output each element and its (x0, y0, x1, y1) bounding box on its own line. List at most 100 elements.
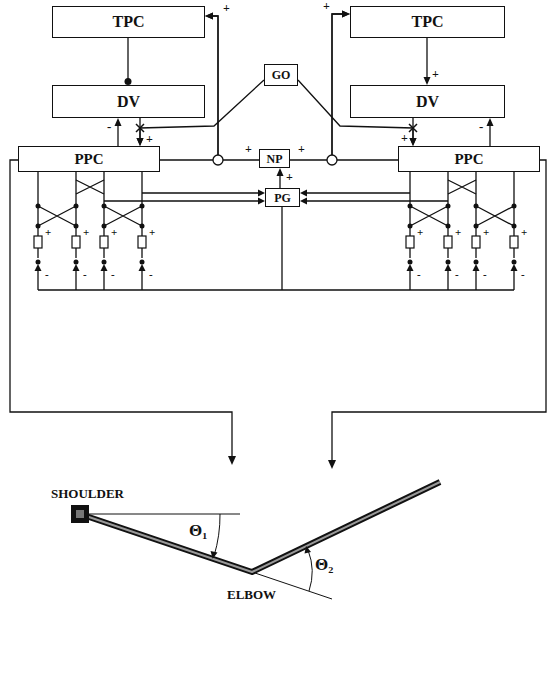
circuit-arrowhead (73, 264, 80, 271)
sign-label: + (297, 143, 306, 155)
sign-label: - (106, 120, 112, 133)
circuit-dot (36, 204, 41, 209)
connector-arrow (115, 118, 122, 146)
inhibitory-dot (125, 78, 132, 85)
sign-label: + (148, 227, 156, 238)
circuit-dot (512, 224, 517, 229)
sign-label: + (44, 227, 52, 238)
process-box: TPC (350, 6, 505, 38)
arm-figure (80, 514, 240, 515)
circuit-dot (512, 204, 517, 209)
sign-label: + (285, 171, 294, 183)
connector-line (489, 126, 490, 146)
circuit-arrowhead (445, 264, 452, 271)
arrowhead (115, 118, 122, 126)
angle-label: Θ₁ (188, 522, 208, 539)
sign-label: + (145, 133, 154, 145)
arrowhead (137, 138, 144, 146)
connector-line (426, 38, 427, 77)
sign-label: + (454, 227, 462, 238)
arm-figure (71, 505, 89, 523)
signal-box: NP (259, 149, 290, 168)
arrowhead (342, 11, 350, 18)
circuit-dot (408, 204, 413, 209)
sign-label: - (416, 269, 422, 280)
muscle-element (444, 236, 452, 248)
connector-arrow (125, 38, 132, 85)
joint-label: ELBOW (226, 588, 277, 601)
signal-box: PG (265, 188, 300, 207)
circuit-arrowhead (407, 264, 414, 271)
muscle-element (472, 236, 480, 248)
summing-junction (213, 155, 223, 165)
sign-label: - (148, 269, 154, 280)
circuit-dot (512, 260, 517, 265)
circuit-dot (74, 224, 79, 229)
arm-command-wire (228, 456, 236, 465)
circuit-dot (36, 260, 41, 265)
sign-label: - (454, 269, 460, 280)
sign-label: + (82, 227, 90, 238)
circuit-arrowhead (511, 264, 518, 271)
connector-line (117, 126, 118, 146)
arrowhead (410, 138, 417, 146)
muscle-element (138, 236, 146, 248)
connector-line (279, 176, 280, 188)
box-label: NP (267, 153, 283, 165)
circuit-dot (446, 224, 451, 229)
circuit-wire (38, 172, 514, 290)
signal-box: GO (264, 64, 298, 86)
circuit-arrowhead (35, 190, 518, 272)
circuit-arrowhead (300, 190, 307, 197)
circuit-dot (446, 204, 451, 209)
process-box: PPC (18, 146, 160, 172)
process-box: DV (52, 85, 205, 118)
circuit-arrowhead (139, 264, 146, 271)
circuit-dot (36, 204, 517, 265)
connector-line (290, 14, 342, 160)
connector-arrow (277, 168, 284, 188)
arrowhead (137, 138, 144, 146)
circuit-wire (410, 172, 514, 258)
circuit-wire (38, 270, 514, 290)
angle-label: Θ₂ (314, 556, 334, 573)
sign-label: + (520, 227, 528, 238)
sign-label: - (44, 269, 50, 280)
sign-label: + (322, 0, 331, 12)
circuit-dot (102, 260, 107, 265)
sign-label: - (520, 269, 526, 280)
process-box: PPC (398, 146, 540, 172)
muscle-element (100, 236, 108, 248)
circuit-dot (74, 260, 79, 265)
arm-command-wire (10, 160, 546, 469)
box-label: DV (117, 94, 140, 110)
arm-figure (80, 482, 440, 572)
muscle-element (510, 236, 518, 248)
sign-label: - (478, 120, 484, 133)
arrowhead (487, 118, 494, 126)
arrowhead (424, 77, 431, 85)
circuit-arrowhead (258, 198, 265, 205)
box-label: PPC (74, 152, 103, 167)
box-label: TPC (113, 14, 145, 30)
circuit-dot (474, 260, 479, 265)
muscle-element (34, 236, 42, 248)
connector-arrow (487, 118, 494, 146)
multiplier-gate (136, 124, 144, 132)
circuit-arrowhead (473, 264, 480, 271)
circuit-dot (74, 204, 79, 209)
circuit-dot (102, 224, 107, 229)
joint-label: SHOULDER (50, 487, 125, 500)
circuit-wire (38, 207, 514, 290)
process-box: DV (350, 85, 505, 118)
arrowhead (205, 13, 213, 20)
box-label: GO (272, 69, 291, 81)
circuit-dot (408, 260, 413, 265)
arrowhead (410, 138, 417, 146)
arm-command-wire (10, 160, 232, 457)
circuit-dot (140, 260, 145, 265)
circuit-dot (446, 260, 451, 265)
arm-figure (80, 482, 440, 572)
circuit-arrowhead (300, 198, 307, 205)
muscle-element (406, 236, 414, 248)
